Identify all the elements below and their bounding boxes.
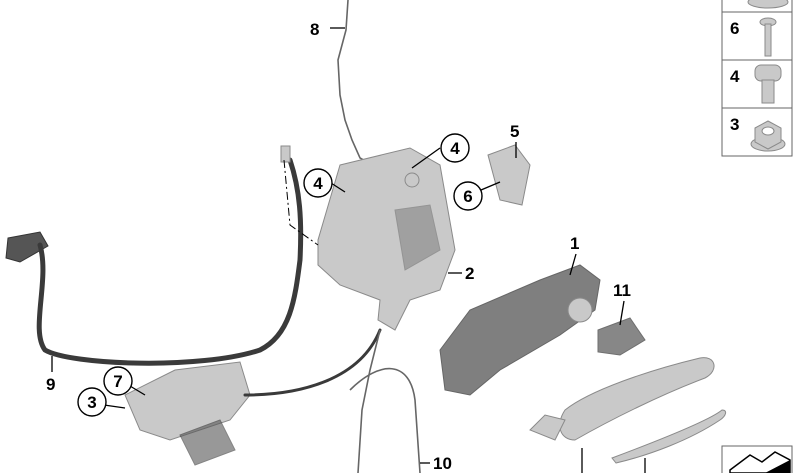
callout-5: 5 [510, 122, 519, 141]
legend-label: 4 [730, 67, 740, 86]
flange-nut-icon [750, 120, 786, 152]
handle-bracket [529, 414, 566, 441]
callout-11: 11 [613, 281, 631, 300]
callout-8: 8 [310, 20, 319, 39]
connector [280, 145, 291, 163]
callout-2: 2 [465, 264, 474, 283]
guide-line [283, 159, 319, 246]
callout-10: 10 [433, 454, 452, 473]
bowden-cable-10 [357, 329, 381, 473]
legend-label: 6 [730, 19, 739, 38]
callout-9: 9 [46, 375, 55, 394]
bowden-cable-8 [337, 0, 373, 166]
hardware-legend: 6 4 3 [721, 0, 793, 473]
bracket-5 [487, 144, 531, 206]
actuator-7 [124, 328, 382, 466]
door-lock-2 [317, 147, 456, 331]
cable-harness-9 [5, 145, 304, 366]
torx-bolt-icon [754, 64, 782, 104]
cover-11 [597, 317, 646, 356]
callout-6: 6 [463, 187, 472, 206]
legend-item [721, 11, 793, 61]
outer-handle [559, 357, 715, 441]
callout-4-upper: 4 [450, 139, 460, 158]
callout-7: 7 [113, 372, 122, 391]
legend-label: 3 [730, 115, 739, 134]
callout-1: 1 [570, 234, 579, 253]
trim-strip [611, 409, 727, 464]
countersunk-screw-icon [759, 17, 777, 57]
callout-3: 3 [87, 393, 96, 412]
handle-carrier-1 [439, 264, 601, 396]
door-symbol-icon [729, 451, 791, 473]
callout-4-left: 4 [313, 174, 323, 193]
cable-loop [349, 367, 421, 473]
